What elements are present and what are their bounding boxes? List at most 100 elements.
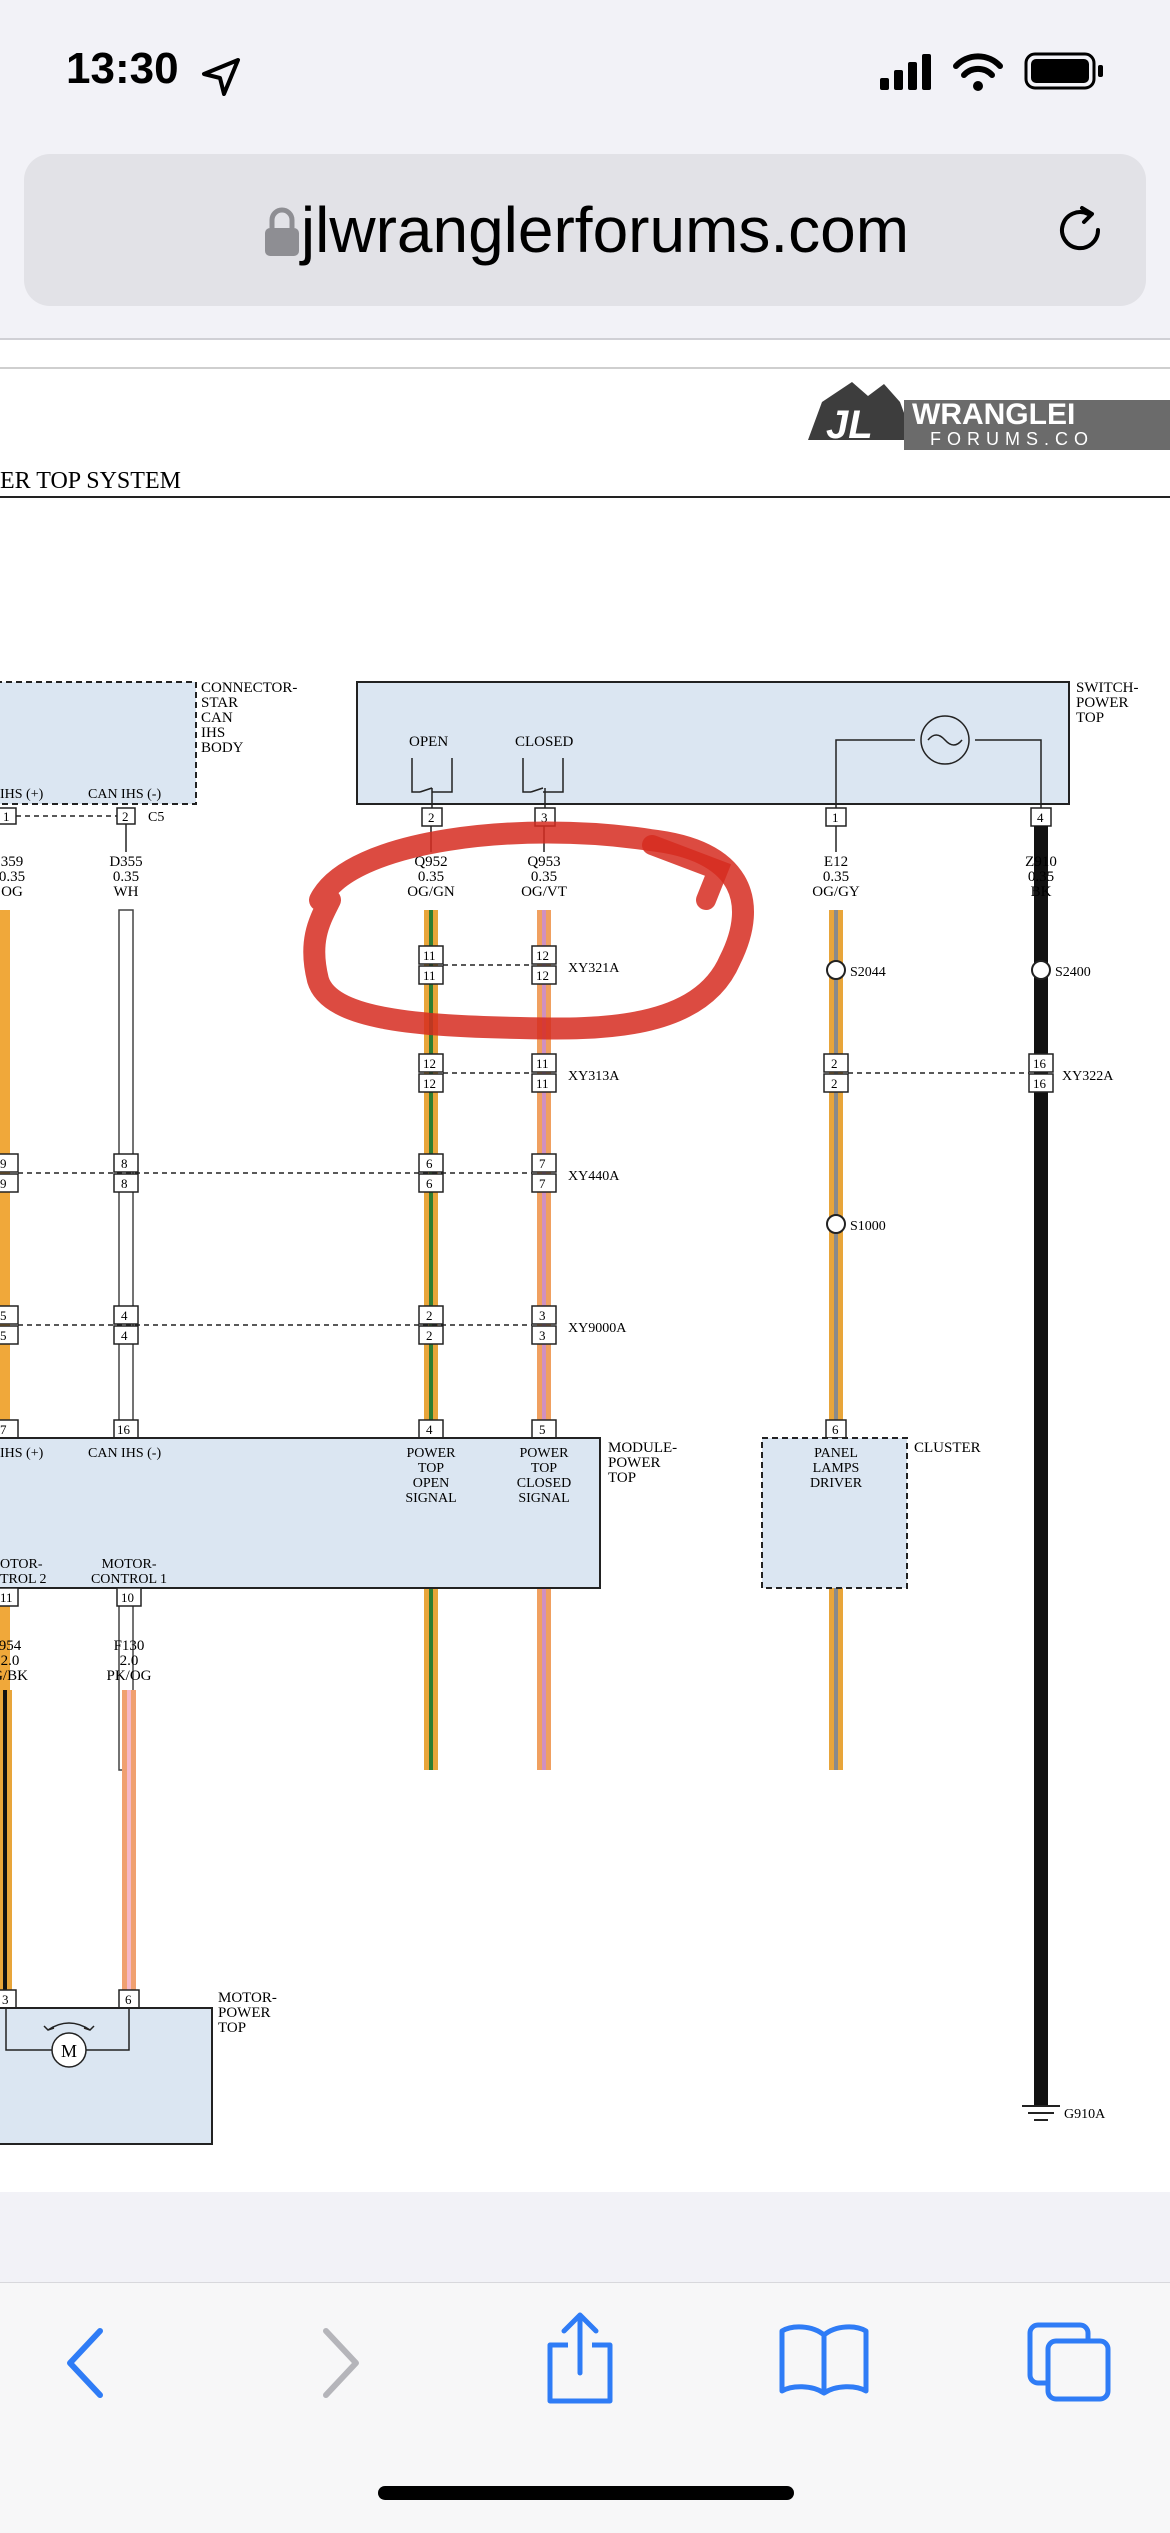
red-annotation-circle [303, 821, 754, 1040]
svg-text:6: 6 [426, 1156, 433, 1171]
address-bar[interactable]: jlwranglerforums.com [24, 154, 1146, 306]
svg-text:7: 7 [0, 1422, 7, 1437]
status-bar: 13:30 [0, 0, 1170, 150]
svg-text:OG/GN: OG/GN [407, 884, 455, 900]
battery-icon [1024, 52, 1103, 90]
svg-text:4: 4 [121, 1308, 128, 1323]
svg-text:MODULE-: MODULE- [608, 1440, 677, 1456]
svg-text:M: M [61, 2041, 77, 2061]
svg-text:TOP: TOP [531, 1461, 557, 1476]
svg-text:6: 6 [125, 1992, 132, 2007]
home-indicator[interactable] [378, 2486, 794, 2500]
svg-text:10: 10 [121, 1590, 134, 1605]
svg-text:OG/VT: OG/VT [521, 884, 567, 900]
svg-text:XY321A: XY321A [568, 961, 620, 976]
svg-text:12: 12 [423, 1056, 436, 1071]
svg-text:POWER: POWER [520, 1446, 570, 1461]
svg-text:5: 5 [0, 1328, 7, 1343]
module-power-top-label: MODULE- POWER TOP [608, 1440, 677, 1486]
bookmarks-icon[interactable] [776, 2321, 872, 2397]
svg-text:7: 7 [539, 1156, 546, 1171]
svg-text:BODY: BODY [201, 740, 244, 756]
svg-text:1: 1 [832, 810, 839, 825]
splice-s2044 [826, 960, 846, 980]
splice-s1000 [826, 1214, 846, 1234]
svg-text:OPEN: OPEN [409, 734, 448, 750]
svg-text:OPEN: OPEN [413, 1476, 450, 1491]
share-icon[interactable] [540, 2311, 620, 2407]
svg-text:OG/GY: OG/GY [812, 884, 860, 900]
svg-text:3: 3 [541, 810, 548, 825]
wifi-icon [953, 53, 1003, 91]
status-time: 13:30 [66, 44, 179, 93]
svg-text:TROL 2: TROL 2 [0, 1572, 47, 1587]
toolbar-divider [0, 338, 1170, 340]
connector-star-can-label: CONNECTOR- STAR CAN IHS BODY [201, 680, 297, 756]
svg-text:TOP: TOP [418, 1461, 444, 1476]
svg-text:CAN IHS (-): CAN IHS (-) [88, 1446, 161, 1461]
svg-text:3: 3 [539, 1308, 546, 1323]
svg-text:S1000: S1000 [850, 1219, 886, 1234]
svg-text:5: 5 [0, 1308, 7, 1323]
svg-text:OTOR-: OTOR- [0, 1557, 43, 1572]
svg-text:4: 4 [1037, 810, 1044, 825]
svg-text:S2400: S2400 [1055, 965, 1091, 980]
svg-text:Q952: Q952 [414, 854, 447, 870]
forward-icon[interactable] [316, 2323, 366, 2403]
svg-text:DRIVER: DRIVER [810, 1476, 863, 1491]
svg-text:BK: BK [1031, 884, 1052, 900]
svg-text:Q953: Q953 [527, 854, 560, 870]
switch-power-top [356, 681, 1070, 805]
svg-text:F130: F130 [114, 1638, 145, 1654]
back-icon[interactable] [60, 2323, 110, 2403]
svg-text:12: 12 [423, 1076, 436, 1091]
svg-text:0.35: 0.35 [0, 869, 25, 885]
svg-text:LAMPS: LAMPS [813, 1461, 860, 1476]
svg-text:XY9000A: XY9000A [568, 1321, 627, 1336]
svg-text:IHS: IHS [201, 725, 225, 741]
ground-icon [1022, 2105, 1060, 2121]
svg-text:CLUSTER: CLUSTER [914, 1440, 981, 1456]
svg-text:16: 16 [1033, 1076, 1047, 1091]
svg-text:2: 2 [122, 809, 129, 824]
svg-text:2: 2 [831, 1056, 838, 1071]
motor-icon [51, 2032, 87, 2068]
svg-text:2: 2 [426, 1328, 433, 1343]
svg-text:2: 2 [426, 1308, 433, 1323]
svg-text:PANEL: PANEL [814, 1446, 858, 1461]
svg-text:D355: D355 [109, 854, 142, 870]
svg-text:SWITCH-: SWITCH- [1076, 680, 1139, 696]
svg-text:CAN: CAN [201, 710, 233, 726]
svg-text:8: 8 [121, 1156, 128, 1171]
svg-text:7: 7 [539, 1176, 546, 1191]
svg-text:MOTOR-: MOTOR- [218, 1990, 277, 2006]
svg-text:SIGNAL: SIGNAL [518, 1491, 569, 1506]
connector-star-can [0, 681, 197, 805]
webpage-content[interactable]: ER TOP SYSTEM JL WRANGLEI FORUMS.CO CONN… [0, 340, 1170, 2192]
svg-text:5: 5 [539, 1422, 546, 1437]
svg-text:4: 4 [426, 1422, 433, 1437]
svg-text:1: 1 [3, 809, 10, 824]
svg-text:12: 12 [536, 948, 549, 963]
svg-text:4: 4 [121, 1328, 128, 1343]
svg-text:11: 11 [423, 948, 436, 963]
reload-icon[interactable] [1052, 202, 1108, 258]
url-text[interactable]: jlwranglerforums.com [300, 194, 910, 266]
svg-text:WRANGLEI: WRANGLEI [912, 398, 1075, 431]
svg-text:8: 8 [121, 1176, 128, 1191]
svg-text:0.35: 0.35 [418, 869, 444, 885]
jl-wrangler-forums-logo: JL WRANGLEI FORUMS.CO [808, 382, 1170, 450]
svg-text:XY322A: XY322A [1062, 1069, 1114, 1084]
switch-power-top-label: SWITCH- POWER TOP [1076, 680, 1139, 726]
svg-text:CAN IHS (-): CAN IHS (-) [88, 787, 161, 802]
svg-text:0.35: 0.35 [531, 869, 557, 885]
svg-text:9: 9 [0, 1156, 7, 1171]
splice-s2400 [1031, 960, 1051, 980]
svg-text:G/BK: G/BK [0, 1668, 28, 1684]
cellular-signal-icon [880, 54, 931, 90]
tabs-icon[interactable] [1024, 2319, 1114, 2405]
svg-text:S2044: S2044 [850, 965, 886, 980]
svg-text:C5: C5 [148, 810, 164, 825]
svg-text:TOP: TOP [218, 2020, 246, 2036]
svg-text:POWER: POWER [608, 1455, 661, 1471]
